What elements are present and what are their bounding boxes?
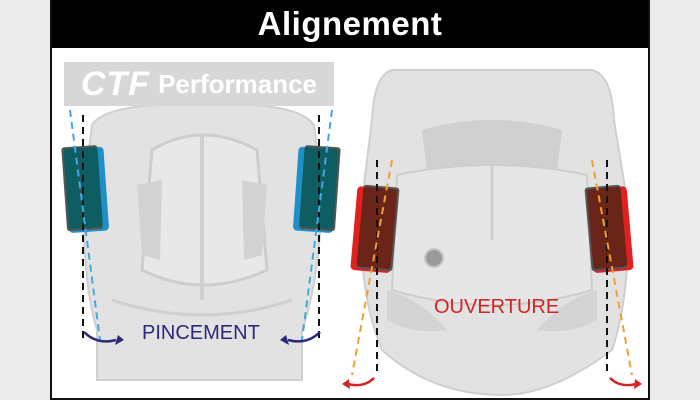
right-car-right-wheel — [584, 184, 634, 273]
alignment-illustration — [61, 69, 642, 397]
curved-arrow-icon — [83, 331, 117, 343]
diagram-frame: Alignement CTF Performance PINCEMENT OUV… — [50, 0, 650, 400]
left-car-roof — [140, 133, 269, 287]
right-car-headlight — [424, 248, 444, 268]
curved-arrow-icon — [634, 379, 642, 389]
brand-banner: CTF Performance — [64, 62, 334, 106]
left-car — [61, 104, 341, 381]
curved-arrow-icon — [342, 379, 350, 389]
curved-arrow-icon — [280, 335, 289, 345]
left-car-window-right — [242, 180, 267, 260]
left-car-toe-line-left — [69, 109, 101, 341]
right-car-windshield — [422, 120, 562, 170]
title-bar: Alignement — [52, 0, 648, 48]
brand-performance: Performance — [158, 68, 318, 99]
curved-arrow-icon — [609, 377, 637, 387]
left-car-window-left — [137, 180, 162, 260]
curved-arrow-icon — [347, 377, 375, 387]
right-car — [342, 69, 642, 397]
ouverture-label: OUVERTURE — [434, 296, 560, 318]
pincement-label: PINCEMENT — [142, 322, 260, 344]
brand-ctf: CTF — [80, 64, 151, 103]
right-car-toe-line-right — [591, 159, 633, 376]
left-car-rear — [111, 298, 293, 317]
right-car-left-wheel — [350, 184, 400, 273]
right-car-intake-right — [537, 290, 597, 332]
right-car-intake-left — [387, 290, 447, 332]
right-car-toe-line-left — [351, 159, 393, 376]
curved-arrow-icon — [287, 331, 321, 343]
page-title: Alignement — [257, 5, 443, 42]
curved-arrow-icon — [115, 335, 124, 345]
left-car-toe-line-right — [301, 109, 333, 341]
